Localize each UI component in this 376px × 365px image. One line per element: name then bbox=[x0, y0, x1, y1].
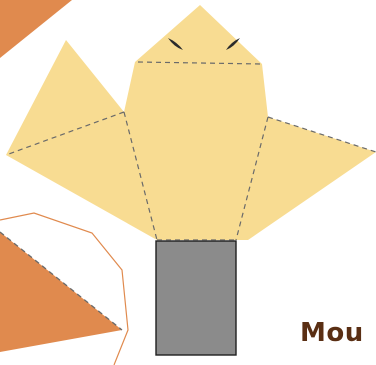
fold-line-left-wing bbox=[5, 111, 125, 156]
fold-lines bbox=[5, 61, 376, 241]
caption-text: Mou bbox=[300, 318, 364, 348]
orange-corner-top-left bbox=[0, 0, 72, 58]
orange-triangle-bottom-left bbox=[0, 232, 122, 352]
fold-line-top bbox=[137, 61, 263, 65]
beak-mark-left bbox=[168, 38, 183, 50]
gray-base-tab bbox=[155, 240, 237, 356]
fold-line-center-left bbox=[123, 111, 158, 241]
beak-mark-right bbox=[226, 38, 240, 50]
outline-piece bbox=[0, 212, 129, 365]
yellow-net-body bbox=[6, 5, 376, 240]
fold-line-right-wing bbox=[267, 116, 376, 153]
orange-triangle-fold-line bbox=[0, 231, 123, 331]
fold-line-center-right bbox=[235, 116, 269, 241]
